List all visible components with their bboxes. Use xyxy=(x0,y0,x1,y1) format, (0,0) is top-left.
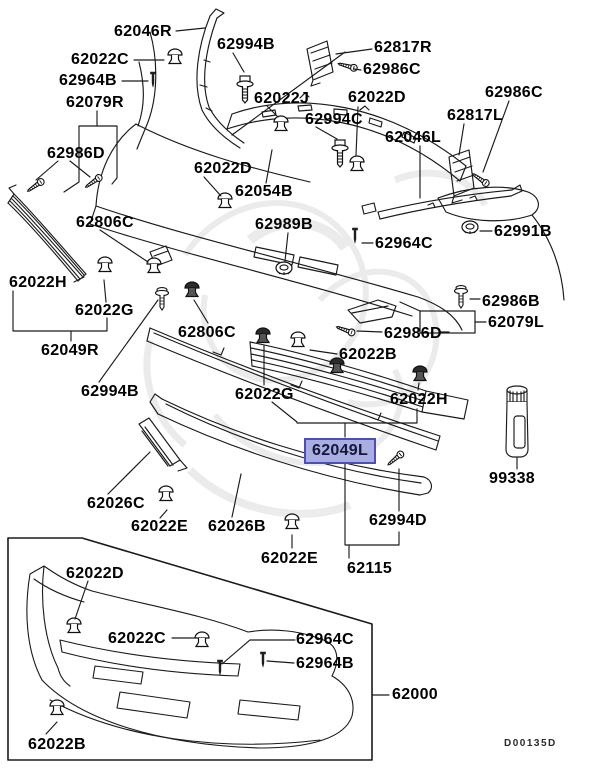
part-label-62046r-0: 62046R xyxy=(114,23,172,40)
part-label-62054b-15: 62054B xyxy=(235,183,293,200)
drawing-code: D00135D xyxy=(504,738,557,749)
part-label-62079r-6: 62079R xyxy=(66,94,124,111)
part-label-62986c-10: 62986C xyxy=(485,84,543,101)
part-label-62986d-24: 62986D xyxy=(384,325,442,342)
part-label-62817r-2: 62817R xyxy=(374,39,432,56)
part-label-62079l-23: 62079L xyxy=(488,314,545,331)
part-label-62022b-44: 62022B xyxy=(28,736,86,753)
part-label-62022h-30: 62022H xyxy=(390,391,448,408)
part-label-62022g-21: 62022G xyxy=(75,302,134,319)
part-label-62022c-4: 62022C xyxy=(71,51,129,68)
part-label-62964c-41: 62964C xyxy=(296,631,354,648)
part-label-62022d-8: 62022D xyxy=(348,89,406,106)
part-label-62964c-18: 62964C xyxy=(375,235,433,252)
part-label-62022j-7: 62022J xyxy=(254,90,310,107)
part-label-62000-43: 62000 xyxy=(392,686,438,703)
part-label-62806c-16: 62806C xyxy=(76,214,134,231)
part-shapes xyxy=(7,8,565,496)
part-label-62049l-31[interactable]: 62049L xyxy=(304,438,377,464)
part-label-62964b-42: 62964B xyxy=(296,655,354,672)
part-label-62022d-14: 62022D xyxy=(194,160,252,177)
inset-assembly xyxy=(7,537,373,761)
part-label-62026c-33: 62026C xyxy=(87,495,145,512)
part-label-62046l-12: 62046L xyxy=(385,129,442,146)
part-label-62989b-17: 62989B xyxy=(255,216,313,233)
part-label-62964b-5: 62964B xyxy=(59,72,117,89)
part-label-62026b-35: 62026B xyxy=(208,518,266,535)
part-label-62986c-3: 62986C xyxy=(363,61,421,78)
part-label-62817l-11: 62817L xyxy=(447,107,504,124)
part-label-62049r-26: 62049R xyxy=(41,342,99,359)
part-label-62022e-34: 62022E xyxy=(131,518,188,535)
part-label-62115-38: 62115 xyxy=(347,560,393,577)
part-label-62994c-9: 62994C xyxy=(305,111,363,128)
part-label-99338-32: 99338 xyxy=(489,470,535,487)
part-label-62022b-27: 62022B xyxy=(339,346,397,363)
part-label-62986d-13: 62986D xyxy=(47,145,105,162)
leader-lines xyxy=(12,27,518,735)
part-label-62022h-20: 62022H xyxy=(9,274,67,291)
part-label-62022d-39: 62022D xyxy=(66,565,124,582)
part-label-62991b-19: 62991B xyxy=(494,223,552,240)
part-label-62806c-25: 62806C xyxy=(178,324,236,341)
part-label-62022c-40: 62022C xyxy=(108,630,166,647)
part-label-62022g-29: 62022G xyxy=(235,386,294,403)
part-label-62986b-22: 62986B xyxy=(482,293,540,310)
part-label-62022e-37: 62022E xyxy=(261,550,318,567)
part-label-62994b-1: 62994B xyxy=(217,36,275,53)
part-label-62994d-36: 62994D xyxy=(369,512,427,529)
part-label-62994b-28: 62994B xyxy=(81,383,139,400)
